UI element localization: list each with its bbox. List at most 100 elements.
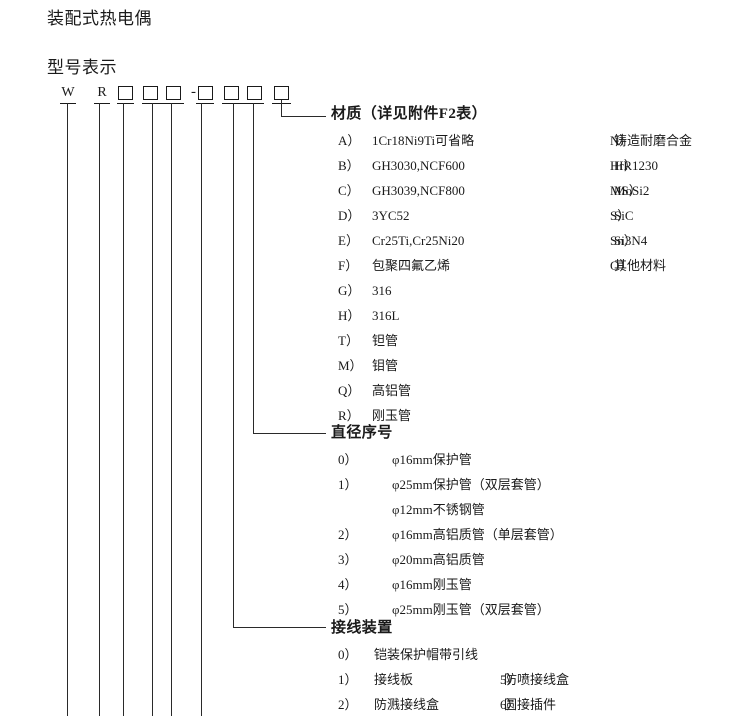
code-underline-4 [196, 103, 214, 104]
leader-vline-diameter [253, 103, 254, 433]
material-option-key: M） [338, 358, 363, 373]
material-option-right-value: HR1230 [614, 158, 659, 173]
diameter-option-item: 5） φ25mm刚玉管（双层套管） [338, 602, 550, 618]
section-heading-wiring: 接线装置 [331, 620, 393, 636]
wiring-option-key: 2） [338, 697, 358, 712]
leader-hline-material [281, 116, 326, 117]
diameter-option-item: 2） φ16mm高铝质管（单层套管） [338, 527, 563, 543]
model-code-separator: - [191, 84, 196, 100]
material-option-value: 3YC52 [372, 208, 410, 223]
leader-vline-1 [99, 103, 100, 716]
model-code-box-4 [166, 86, 181, 100]
material-option-item: G） 316 [338, 283, 392, 299]
material-option-key: H） [338, 308, 361, 323]
material-option-right-value: SiC [614, 208, 634, 223]
material-option-item: E）Cr25Ti,Cr25Ni20 [338, 233, 464, 249]
material-option-value: 钼管 [372, 358, 399, 373]
material-option-key: G） [338, 283, 361, 298]
wiring-option-key: 1） [338, 672, 358, 687]
material-option-item: Q）高铝管 [338, 383, 411, 399]
material-option-right-item: N）铸造耐磨合金 [610, 133, 693, 148]
material-option-item: H） 316L [338, 308, 399, 324]
material-option-item: B）GH3030,NCF600 [338, 158, 465, 174]
material-option-key: F） [338, 258, 359, 273]
material-option-key: C） [338, 183, 360, 198]
diameter-option-item: 0） φ16mm保护管 [338, 452, 472, 468]
code-underline-1 [94, 103, 110, 104]
wiring-option-right-value: 圆接插件 [504, 697, 557, 712]
material-option-key: D） [338, 208, 361, 223]
diameter-option-key: 5） [338, 602, 358, 617]
diameter-option-key: 0） [338, 452, 358, 467]
material-option-key: E） [338, 233, 359, 248]
diameter-option-item: 3） φ20mm高铝质管 [338, 552, 485, 568]
material-option-item: D） 3YC52 [338, 208, 410, 224]
material-option-right-item: Hr）HR1230 [610, 158, 659, 173]
material-option-value: 钽管 [372, 333, 399, 348]
leader-hline-diameter [253, 433, 326, 434]
material-option-key: T） [338, 333, 359, 348]
wiring-option-item: 2） 防溅接线盒 [338, 697, 439, 713]
diameter-option-key: 1） [338, 477, 358, 492]
diameter-option-item: φ12mm不锈钢管 [338, 502, 485, 518]
material-option-right-value: 其他材料 [614, 258, 667, 273]
leader-vline-3 [152, 103, 153, 716]
model-code-box-8 [247, 86, 262, 100]
code-underline-5 [222, 103, 264, 104]
code-underline-3 [142, 103, 184, 104]
material-option-key: Q） [338, 383, 361, 398]
wiring-option-key: 0） [338, 647, 358, 662]
diameter-option-value: φ25mm保护管（双层套管） [392, 477, 550, 492]
diameter-option-value: φ16mm保护管 [392, 452, 472, 467]
diameter-option-value: φ16mm高铝质管（单层套管） [392, 527, 563, 542]
model-code-box-6 [198, 86, 213, 100]
wiring-option-right-item: 5）防喷接线盒 [500, 672, 570, 687]
section-heading-diameter: 直径序号 [331, 425, 393, 441]
material-option-value: 包聚四氟乙烯 [372, 258, 451, 273]
wiring-option-right-item: 6）圆接插件 [500, 697, 557, 712]
material-option-right-item: MS）MoSi2 [610, 183, 650, 198]
material-option-key: A） [338, 133, 361, 148]
material-option-item: T） 钽管 [338, 333, 398, 349]
diameter-option-key: 2） [338, 527, 358, 542]
material-option-value: GH3039,NCF800 [372, 183, 465, 198]
material-option-right-item: Sn）Si3N4 [610, 233, 648, 248]
diameter-option-value: φ16mm刚玉管 [392, 577, 472, 592]
diameter-option-key: 3） [338, 552, 358, 567]
wiring-option-value: 接线板 [374, 672, 414, 687]
material-option-right-item: S）SiC [610, 208, 634, 223]
wiring-option-right-value: 防喷接线盒 [504, 672, 570, 687]
material-option-value: 316L [372, 308, 400, 323]
wiring-option-item: 0） 铠装保护帽带引线 [338, 647, 478, 663]
material-option-value: 316 [372, 283, 392, 298]
leader-vline-wiring [233, 103, 234, 627]
material-option-value: 刚玉管 [372, 408, 412, 423]
model-code-box-9 [274, 86, 289, 100]
material-option-key: R） [338, 408, 360, 423]
model-designation-label: 型号表示 [47, 58, 117, 77]
wiring-option-value: 防溅接线盒 [374, 697, 440, 712]
diameter-option-value: φ12mm不锈钢管 [392, 502, 485, 517]
material-option-item: F） 包聚四氟乙烯 [338, 258, 450, 274]
material-option-right-value: MoSi2 [614, 183, 650, 198]
leader-vline-0 [67, 103, 68, 716]
diameter-option-item: 1） φ25mm保护管（双层套管） [338, 477, 550, 493]
leader-vline-material [281, 100, 282, 116]
material-option-right-item: O）其他材料 [610, 258, 667, 273]
material-option-item: M） 钼管 [338, 358, 398, 374]
material-option-key: B） [338, 158, 360, 173]
wiring-option-item: 1） 接线板 [338, 672, 413, 688]
diameter-option-value: φ25mm刚玉管（双层套管） [392, 602, 550, 617]
leader-vline-2 [123, 103, 124, 716]
wiring-option-value: 铠装保护帽带引线 [374, 647, 479, 662]
material-option-right-value: 铸造耐磨合金 [614, 133, 693, 148]
leader-hline-wiring [233, 627, 326, 628]
material-option-item: A）1Cr18Ni9Ti可省略 [338, 133, 474, 149]
model-code-box-2 [118, 86, 133, 100]
section-heading-material: 材质（详见附件F2表） [331, 106, 488, 122]
diameter-option-value: φ20mm高铝质管 [392, 552, 485, 567]
material-option-item: R） 刚玉管 [338, 408, 411, 424]
material-option-right-value: Si3N4 [614, 233, 648, 248]
model-code-box-7 [224, 86, 239, 100]
